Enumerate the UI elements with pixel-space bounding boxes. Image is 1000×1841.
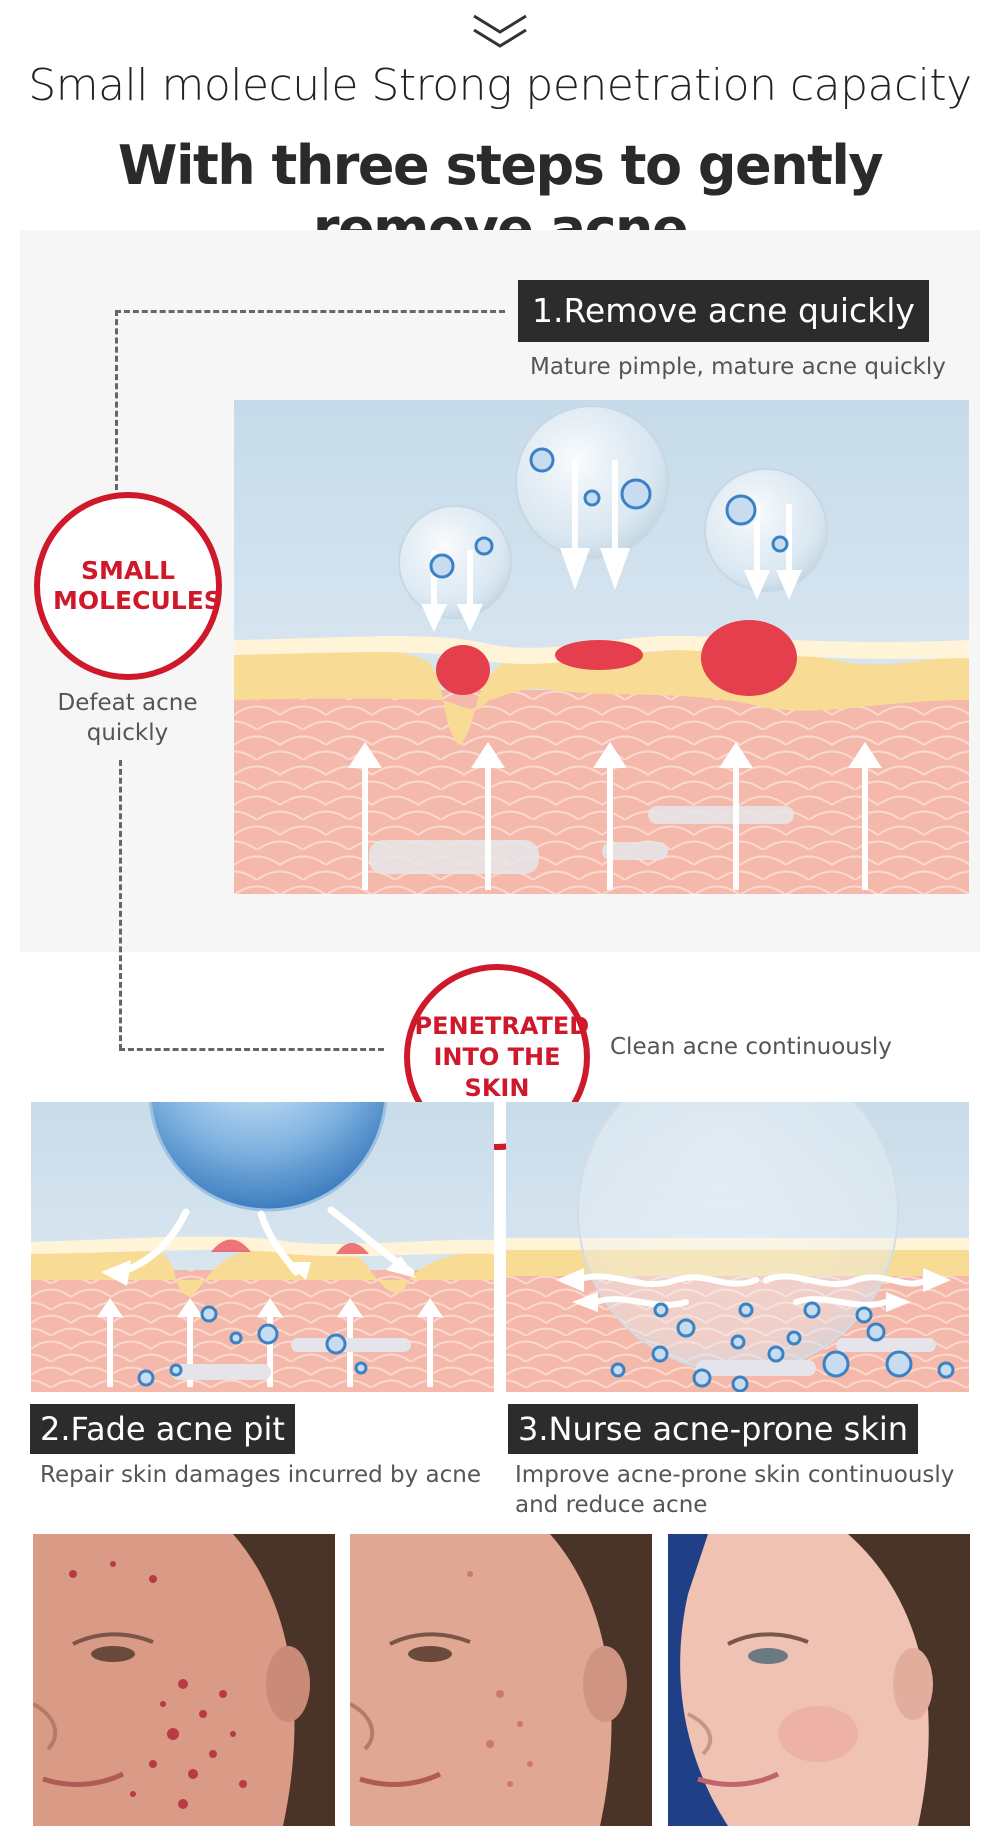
connector-line-bottom xyxy=(119,1048,384,1051)
step3-description: Improve acne-prone skin continuously and… xyxy=(515,1462,955,1518)
step3-label: 3.Nurse acne-prone skin xyxy=(508,1404,919,1454)
step2-skin-illustration xyxy=(31,1102,494,1392)
double-chevron-down-icon xyxy=(473,14,527,48)
face-photo-after xyxy=(668,1534,970,1826)
small-molecules-caption: Defeat acne quickly xyxy=(57,690,198,746)
step3-skin-illustration xyxy=(506,1102,969,1392)
step1-description: Mature pimple, mature acne quickly xyxy=(530,354,946,380)
step2-description: Repair skin damages incurred by acne xyxy=(40,1462,482,1488)
connector-line-left-lower xyxy=(119,760,122,1050)
penetrated-badge: PENETRATED INTO THE SKIN xyxy=(404,964,590,1150)
connector-line-top xyxy=(115,310,505,313)
step1-label: 1.Remove acne quickly xyxy=(518,280,929,342)
face-photo-before xyxy=(33,1534,335,1826)
subtitle: Small molecule Strong penetration capaci… xyxy=(28,60,972,111)
small-molecules-badge: SMALL MOLECULES xyxy=(34,492,222,680)
connector-line-left-upper xyxy=(115,310,118,490)
divider-stem xyxy=(496,1150,504,1390)
face-photo-middle xyxy=(350,1534,652,1826)
page-title: With three steps to gently remove acne xyxy=(117,134,884,260)
step2-label: 2.Fade acne pit xyxy=(30,1404,295,1454)
penetrated-caption: Clean acne continuously xyxy=(610,1034,892,1060)
step1-skin-illustration xyxy=(234,400,969,894)
